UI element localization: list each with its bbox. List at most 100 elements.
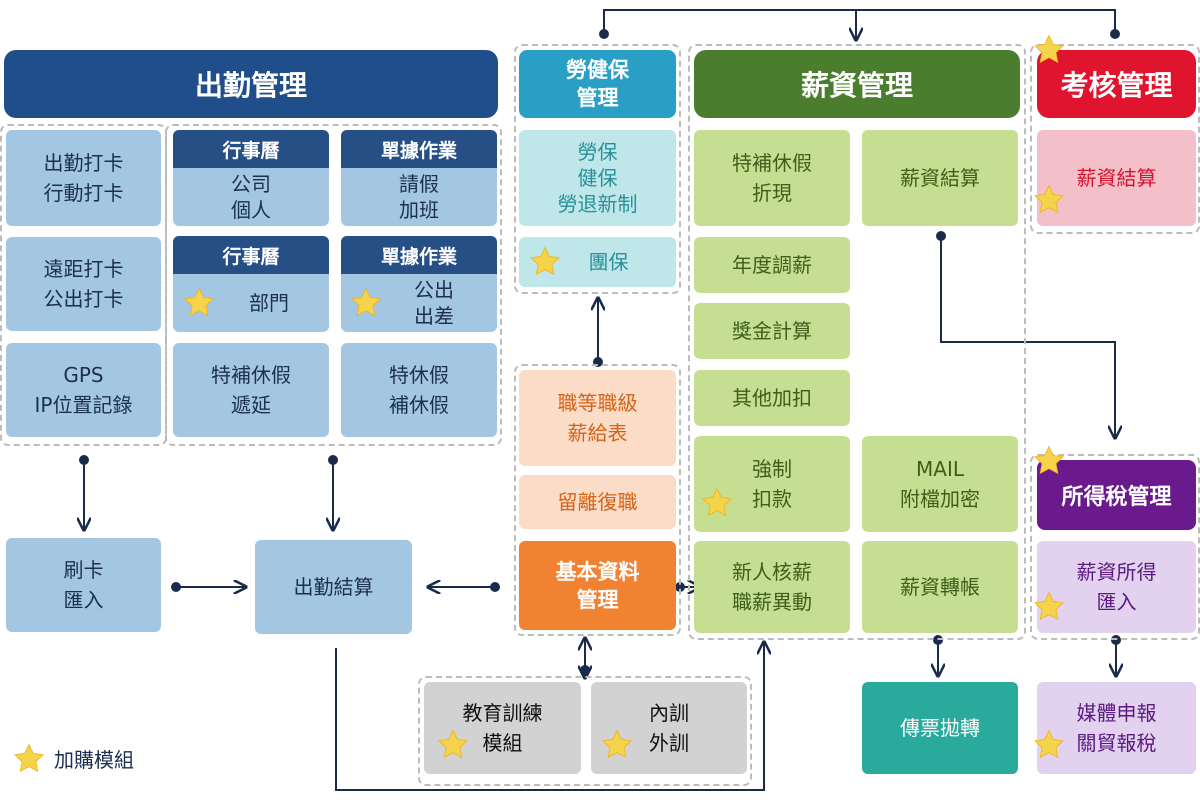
- appraisal-group: [1030, 44, 1200, 234]
- gps-box: GPS IP位置記錄: [6, 343, 161, 437]
- star-icon: [1034, 591, 1064, 621]
- bonus-calc-label: 獎金計算: [732, 319, 812, 343]
- income-tax-header-label: 所得稅管理: [1061, 485, 1172, 510]
- special-leave-box: 特休假 補休假: [341, 343, 497, 437]
- income-import-line-2: 匯入: [1096, 590, 1137, 614]
- basic-data-header: 基本資料 管理: [519, 541, 676, 630]
- appraisal-header: 考核管理: [1037, 50, 1196, 118]
- appraisal-salary-label: 薪資結算: [1076, 166, 1157, 190]
- attendance-settle-box: 出勤結算: [255, 540, 412, 634]
- internal-external-box: 內訓 外訓: [591, 682, 747, 774]
- star-icon: [1034, 184, 1064, 214]
- income-tax-header: 所得稅管理: [1037, 460, 1196, 530]
- voucher-transfer-label: 傳票拋轉: [900, 716, 980, 740]
- calendar-group: [165, 124, 502, 446]
- income-import-box: 薪資所得 匯入: [1037, 541, 1196, 633]
- star-icon: [1034, 729, 1064, 759]
- remote-clock-box: 遠距打卡 公出打卡: [6, 237, 161, 331]
- basic-data-line-2: 管理: [576, 587, 619, 612]
- training-module-box: 教育訓練 模組: [424, 682, 581, 774]
- star-icon: [351, 287, 381, 317]
- labor-header-line-2: 管理: [576, 86, 619, 110]
- star-icon: [530, 246, 560, 276]
- forced-deduct-line-1: 強制: [752, 457, 792, 481]
- attendance-settle-label: 出勤結算: [293, 575, 374, 599]
- star-icon: [438, 729, 468, 759]
- mail-encrypt-line-1: MAIL: [916, 457, 964, 481]
- mail-encrypt-box: MAIL 附檔加密: [862, 436, 1018, 532]
- forms-trip-line-1: 公出: [414, 278, 454, 302]
- bonus-calc-box: 獎金計算: [694, 303, 850, 359]
- new-hire-box: 新人核薪 職薪異動: [694, 541, 850, 633]
- attendance-header: 出勤管理: [4, 50, 498, 118]
- legend-label: 加購模組: [54, 748, 134, 772]
- basic-data-line-1: 基本資料: [555, 559, 640, 584]
- payroll-group: [688, 44, 1026, 640]
- forced-deduct-line-2: 扣款: [752, 487, 792, 511]
- comp-leave-extend-box: 特補休假 遞延: [173, 343, 329, 437]
- training-module-line-2: 模組: [482, 731, 523, 755]
- forms-trip-line-2: 出差: [414, 304, 454, 328]
- clock-in-line-2: 行動打卡: [43, 181, 124, 205]
- grade-table-line-2: 薪給表: [567, 421, 628, 445]
- card-import-line-1: 刷卡: [63, 558, 104, 582]
- calendar-dept-box: 行事曆 部門: [173, 236, 329, 332]
- comp-leave-extend-line-2: 遞延: [231, 393, 271, 417]
- annual-adjust-box: 年度調薪: [694, 237, 850, 293]
- settle-to-payroll-connector: [335, 642, 764, 791]
- reinstatement-label: 留離復職: [557, 490, 638, 514]
- gps-line-1: GPS: [63, 363, 104, 387]
- training-group: [418, 676, 752, 786]
- gps-line-2: IP位置記錄: [34, 393, 133, 417]
- payroll-header-label: 薪資管理: [800, 69, 913, 102]
- tax-group: [1030, 454, 1200, 640]
- annual-adjust-label: 年度調薪: [732, 253, 812, 277]
- forms-leave-box: 單據作業 請假 加班: [341, 130, 497, 226]
- calendar-company-line-1: 公司: [231, 172, 271, 196]
- remote-clock-line-2: 公出打卡: [43, 287, 124, 311]
- mail-encrypt-line-2: 附檔加密: [900, 487, 980, 511]
- comp-leave-extend-line-1: 特補休假: [211, 363, 291, 387]
- appraisal-salary-box: 薪資結算: [1037, 130, 1196, 226]
- grade-table-box: 職等職級 薪給表: [519, 370, 676, 466]
- other-deduct-box: 其他加扣: [694, 370, 850, 426]
- calendar-dept-title: 行事曆: [173, 236, 329, 274]
- salary-calc-box: 薪資結算: [862, 130, 1018, 226]
- calendar-company-line-2: 個人: [231, 198, 271, 222]
- card-import-line-2: 匯入: [63, 588, 104, 612]
- media-filing-line-2: 關貿報稅: [1076, 731, 1157, 755]
- reinstatement-box: 留離復職: [519, 475, 676, 529]
- leave-cashout-line-1: 特補休假: [732, 151, 812, 175]
- group-insurance-box: 團保: [519, 237, 676, 287]
- leave-cashout-line-2: 折現: [752, 181, 792, 205]
- legend-star-icon: [14, 743, 44, 773]
- media-filing-line-1: 媒體申報: [1076, 701, 1157, 725]
- labor-header-line-1: 勞健保: [566, 58, 629, 82]
- star-icon: [702, 487, 732, 517]
- new-hire-line-1: 新人核薪: [732, 560, 812, 584]
- top-bracket-connector: [603, 9, 1116, 34]
- special-leave-line-2: 補休假: [389, 393, 449, 417]
- grade-table-line-1: 職等職級: [557, 391, 638, 415]
- leave-cashout-box: 特補休假 折現: [694, 130, 850, 226]
- star-icon: [602, 729, 632, 759]
- other-deduct-label: 其他加扣: [732, 386, 812, 410]
- internal-external-line-1: 內訓: [649, 701, 689, 725]
- payroll-header: 薪資管理: [694, 50, 1020, 118]
- star-icon: [1034, 34, 1064, 64]
- labor-insurance-header: 勞健保 管理: [519, 50, 676, 118]
- clock-in-box: 出勤打卡 行動打卡: [6, 130, 161, 226]
- salary-to-tax-connector: [940, 236, 1115, 438]
- clock-in-line-1: 出勤打卡: [43, 151, 124, 175]
- forms-trip-box: 單據作業 公出 出差: [341, 236, 497, 332]
- insurance-line-1: 勞保: [577, 140, 618, 164]
- star-icon: [184, 287, 214, 317]
- voucher-transfer-box: 傳票拋轉: [862, 682, 1018, 774]
- basic-group: [514, 364, 681, 636]
- calendar-company-box: 行事曆 公司 個人: [173, 130, 329, 226]
- calendar-company-title: 行事曆: [173, 130, 329, 168]
- insurance-line-2: 健保: [577, 166, 618, 190]
- insurance-items-box: 勞保 健保 勞退新制: [519, 130, 676, 226]
- salary-transfer-label: 薪資轉帳: [900, 575, 980, 599]
